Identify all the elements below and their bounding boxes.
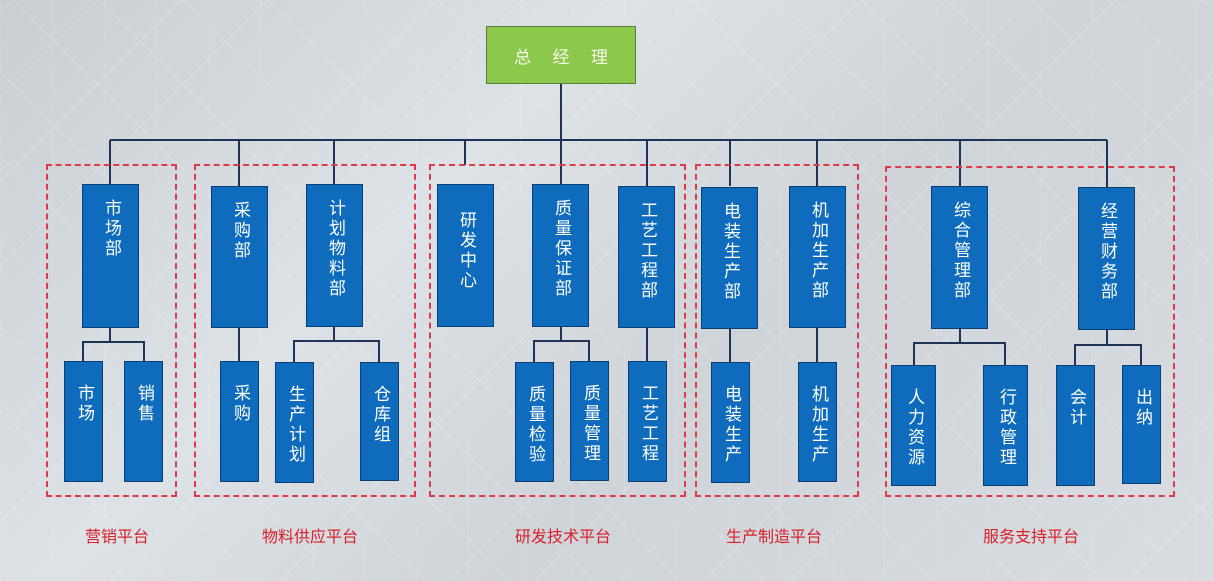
connector-jihua-children (293, 327, 380, 362)
team-node[interactable]: 行政管理 (983, 365, 1028, 486)
platform-label: 生产制造平台 (725, 527, 823, 546)
team-node[interactable]: 人力资源 (891, 365, 936, 486)
platform-label: 研发技术平台 (514, 527, 612, 546)
group-frame-marketing (46, 164, 177, 497)
team-node[interactable]: 电装生产 (711, 362, 750, 483)
group-frame-service (885, 166, 1175, 497)
connector-zonghe-children (913, 328, 1006, 365)
group-frame-production (695, 164, 859, 497)
team-node[interactable]: 质量检验 (515, 362, 554, 482)
department-node[interactable]: 采购部 (211, 186, 268, 328)
team-node[interactable]: 销售 (124, 361, 163, 482)
connector-shichang-children (82, 327, 145, 361)
team-node[interactable]: 工艺工程 (628, 361, 667, 482)
department-node[interactable]: 经营财务部 (1078, 187, 1135, 330)
team-node[interactable]: 机加生产 (798, 362, 837, 482)
team-node[interactable]: 会计 (1056, 365, 1095, 486)
group-frame-rnd (429, 164, 686, 497)
connector-jingying-children (1074, 330, 1142, 365)
department-node[interactable]: 研发中心 (437, 184, 494, 327)
platform-label: 服务支持平台 (982, 527, 1080, 546)
general-manager-node[interactable]: 总 经 理 (486, 26, 636, 84)
department-node[interactable]: 机加生产部 (789, 186, 846, 328)
department-node[interactable]: 质量保证部 (532, 184, 589, 327)
team-node[interactable]: 市场 (64, 361, 103, 482)
department-node[interactable]: 工艺工程部 (618, 186, 675, 328)
team-node[interactable]: 质量管理 (570, 361, 609, 481)
team-node[interactable]: 采购 (220, 361, 259, 482)
team-node[interactable]: 出纳 (1122, 365, 1161, 484)
department-node[interactable]: 电装生产部 (701, 187, 758, 329)
team-node[interactable]: 仓库组 (360, 362, 399, 481)
team-node[interactable]: 生产计划 (275, 362, 314, 483)
platform-label: 营销平台 (84, 527, 150, 546)
group-frame-supply (194, 164, 416, 497)
department-node[interactable]: 计划物料部 (306, 184, 363, 327)
department-node[interactable]: 综合管理部 (931, 186, 988, 329)
department-node[interactable]: 市场部 (82, 184, 139, 328)
connector-zhiliang-children (533, 327, 590, 362)
platform-label: 物料供应平台 (261, 527, 359, 546)
